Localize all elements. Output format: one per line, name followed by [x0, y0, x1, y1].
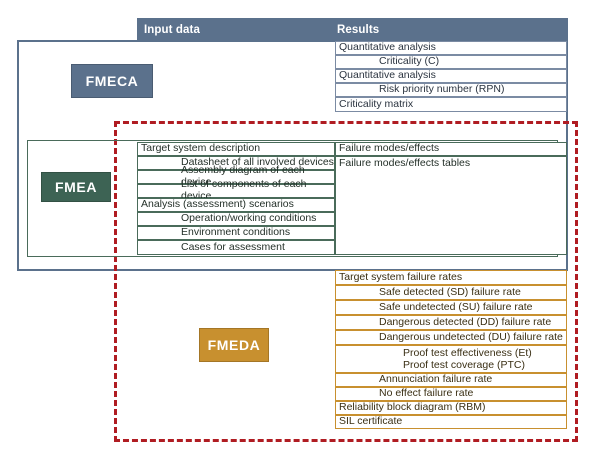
column-header-input-data: Input data: [144, 24, 200, 36]
fmea-input-row: Analysis (assessment) scenarios: [137, 198, 335, 212]
method-label-fmea: FMEA: [41, 172, 111, 202]
dashed-grouping-box: [114, 121, 578, 442]
fmea-input-row: Target system description: [137, 142, 335, 156]
fmeda-result-row: Safe detected (SD) failure rate: [335, 285, 567, 300]
fmea-result-row: Failure modes/effects tables: [335, 156, 567, 170]
method-label-fmeca: FMECA: [71, 64, 153, 98]
fmeda-result-row: Safe undetected (SU) failure rate: [335, 300, 567, 315]
fmeda-result-row: Proof test effectiveness (Et) Proof test…: [335, 345, 567, 373]
fmea-input-row: Environment conditions: [137, 226, 335, 240]
fmea-input-row: Datasheet of all involved devices: [137, 156, 335, 170]
fmeda-result-row: Dangerous detected (DD) failure rate: [335, 315, 567, 330]
fmeca-result-row: Quantitative analysis: [335, 69, 567, 83]
column-header-bar: Input data Results: [137, 18, 568, 40]
fmeca-result-row: Quantitative analysis: [335, 41, 567, 55]
fmea-input-row: Operation/working conditions: [137, 212, 335, 226]
fmea-result-row: Failure modes/effects: [335, 142, 567, 156]
fmeda-result-row: Dangerous undetected (DU) failure rate: [335, 330, 567, 345]
fmea-input-row: List of components of each device: [137, 178, 335, 202]
fmeda-result-row: Reliability block diagram (RBM): [335, 401, 567, 415]
fmea-input-row: Cases for assessment: [137, 240, 335, 255]
method-label-fmeda: FMEDA: [199, 328, 269, 362]
fmeda-result-row: Target system failure rates: [335, 270, 567, 285]
fmea-result-filler: [335, 170, 567, 255]
fmeda-result-row: Annunciation failure rate: [335, 373, 567, 387]
column-header-results: Results: [337, 24, 380, 36]
fmea-input-row: Assembly diagram of each device: [137, 164, 335, 188]
fmeca-result-row: Risk priority number (RPN): [335, 83, 567, 97]
fmeda-result-row: SIL certificate: [335, 415, 567, 429]
fmeda-result-row: No effect failure rate: [335, 387, 567, 401]
fmeca-scope-box: [17, 40, 568, 271]
fmeca-result-row: Criticality (C): [335, 55, 567, 69]
fmeca-result-row: Criticality matrix: [335, 97, 567, 112]
